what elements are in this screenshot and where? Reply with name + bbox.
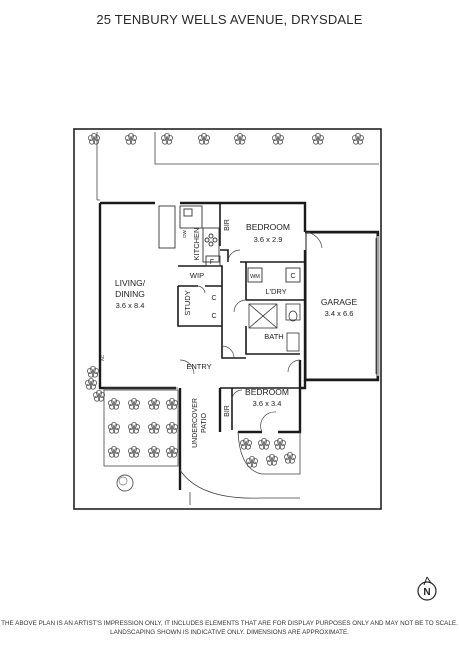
page-title: 25 TENBURY WELLS AVENUE, DRYSDALE (96, 12, 363, 27)
compass-icon: N (417, 576, 437, 601)
disclaimer-line-2: LANDSCAPING SHOWN IS INDICATIVE ONLY. DI… (110, 628, 349, 636)
garage-size: 3.4 x 6.6 (325, 309, 354, 318)
disclaimer-line-1: THE ABOVE PLAN IS AN ARTIST'S IMPRESSION… (1, 620, 458, 627)
cupboard-label-1: C (211, 295, 216, 302)
shrub-beds (84, 365, 297, 492)
ldry-label: L'DRY (265, 287, 286, 296)
property-boundary (73, 128, 382, 510)
disclaimer: THE ABOVE PLAN IS AN ARTIST'S IMPRESSION… (0, 620, 459, 637)
dw-label: DW (182, 230, 187, 238)
study-label: STUDY (183, 290, 192, 315)
bath-fixtures (248, 303, 301, 352)
patio-label-line2: PATIO (201, 412, 208, 433)
patio-label-line1: UNDERCOVER (192, 398, 199, 448)
landscape (103, 387, 301, 505)
living-size: 3.6 x 8.4 (116, 301, 145, 310)
bedroom-1-name: BEDROOM (246, 222, 290, 232)
hedge-shrubs-top (87, 132, 365, 145)
cupboard-label-3: C (290, 273, 295, 280)
wm-label: WM (250, 274, 260, 280)
garage (304, 231, 379, 380)
compass-label: N (423, 587, 430, 598)
garage-name: GARAGE (321, 297, 358, 307)
pantry-label: F (210, 259, 214, 266)
wip-label: WIP (190, 271, 204, 280)
bedroom-2-size: 3.6 x 3.4 (253, 399, 282, 408)
bedroom-1-size: 3.6 x 2.9 (254, 235, 283, 244)
door-swings (179, 249, 301, 433)
living-name-line2: DINING (115, 289, 145, 299)
bir-label-2: BIR (224, 405, 231, 417)
internal-walls (177, 203, 305, 432)
bir-label-1: BIR (224, 219, 231, 231)
ac-label: AC (100, 354, 105, 361)
bath-label: BATH (264, 332, 283, 341)
entry-label: ENTRY (186, 362, 211, 371)
room-labels: BEDROOM 3.6 x 2.9 LIVING/ DINING 3.6 x 8… (100, 219, 358, 448)
cupboard-label-2: C (211, 313, 216, 320)
living-name-line1: LIVING/ (115, 278, 146, 288)
kitchen-label: KITCHEN (192, 228, 201, 261)
kitchen-fittings (158, 205, 301, 283)
house-walls (98, 201, 380, 490)
bedroom-2-name: BEDROOM (245, 387, 289, 397)
